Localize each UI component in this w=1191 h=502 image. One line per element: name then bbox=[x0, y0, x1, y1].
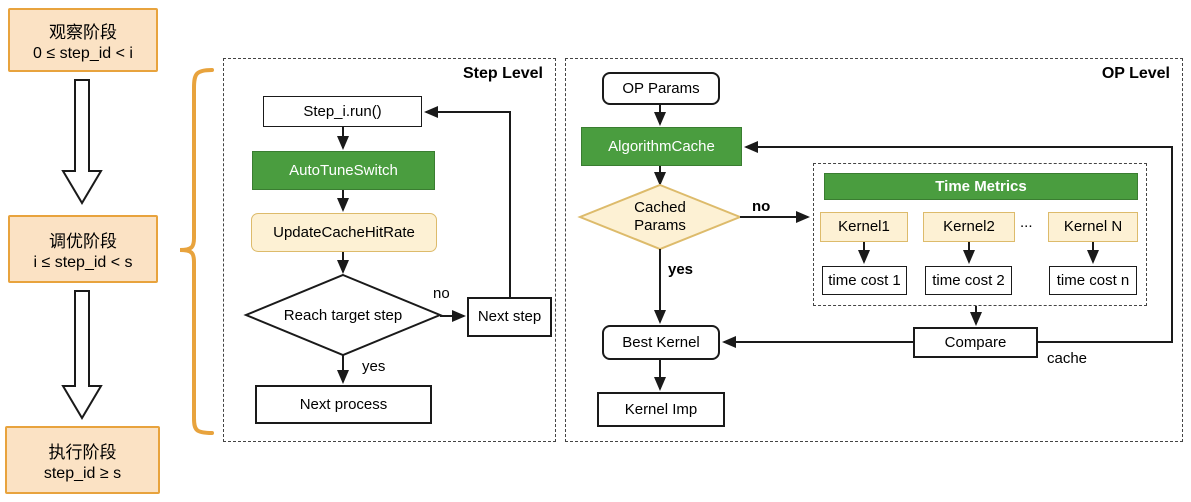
step-level-title: Step Level bbox=[462, 65, 543, 82]
phase-arrow-observe-to-tune bbox=[61, 79, 103, 205]
phase-arrow-tune-to-execute bbox=[61, 290, 103, 420]
best-kernel-node: Best Kernel bbox=[602, 325, 720, 360]
op-no-label: no bbox=[752, 198, 771, 215]
step-run-node: Step_i.run() bbox=[263, 96, 422, 127]
phase-observe-condition: 0 ≤ step_id < i bbox=[33, 44, 133, 62]
time-cost-n-node: time cost n bbox=[1049, 266, 1137, 295]
phase-tune-title: 调优阶段 bbox=[49, 231, 117, 251]
op-level-region: OP Level bbox=[565, 58, 1183, 442]
op-yes-label: yes bbox=[668, 261, 694, 278]
autotune-switch-node: AutoTuneSwitch bbox=[252, 151, 435, 190]
step-level-region: Step Level bbox=[223, 58, 556, 442]
phase-box-tune: 调优阶段 i ≤ step_id < s bbox=[8, 215, 158, 283]
phase-tune-condition: i ≤ step_id < s bbox=[33, 253, 133, 271]
phase-execute-title: 执行阶段 bbox=[48, 442, 117, 462]
op-level-title: OP Level bbox=[1101, 65, 1170, 82]
compare-node: Compare bbox=[913, 327, 1038, 358]
step-yes-label: yes bbox=[362, 358, 386, 375]
time-metrics-header: Time Metrics bbox=[824, 173, 1138, 200]
reach-target-step-label: Reach target step bbox=[283, 307, 403, 324]
kernel2-node: Kernel2 bbox=[923, 212, 1015, 242]
phase-box-observe: 观察阶段 0 ≤ step_id < i bbox=[8, 8, 158, 72]
step-no-label: no bbox=[433, 285, 450, 302]
phase-execute-condition: step_id ≥ s bbox=[43, 464, 122, 482]
next-process-node: Next process bbox=[255, 385, 432, 424]
phase-box-execute: 执行阶段 step_id ≥ s bbox=[5, 426, 160, 494]
time-cost-1-node: time cost 1 bbox=[822, 266, 907, 295]
kernel1-node: Kernel1 bbox=[820, 212, 908, 242]
next-step-node: Next step bbox=[467, 297, 552, 337]
tune-phase-brace bbox=[179, 68, 214, 435]
time-cost-2-node: time cost 2 bbox=[925, 266, 1012, 295]
op-params-node: OP Params bbox=[602, 72, 720, 105]
phase-observe-title: 观察阶段 bbox=[49, 22, 117, 42]
update-cache-hit-rate-node: UpdateCacheHitRate bbox=[251, 213, 437, 252]
algorithm-cache-node: AlgorithmCache bbox=[581, 127, 742, 166]
kernel-n-node: Kernel N bbox=[1048, 212, 1138, 242]
cached-params-label: Cached Params bbox=[634, 199, 686, 234]
kernel-imp-node: Kernel Imp bbox=[597, 392, 725, 427]
kernel-ellipsis: ... bbox=[1020, 214, 1033, 231]
cache-edge-label: cache bbox=[1047, 350, 1088, 367]
